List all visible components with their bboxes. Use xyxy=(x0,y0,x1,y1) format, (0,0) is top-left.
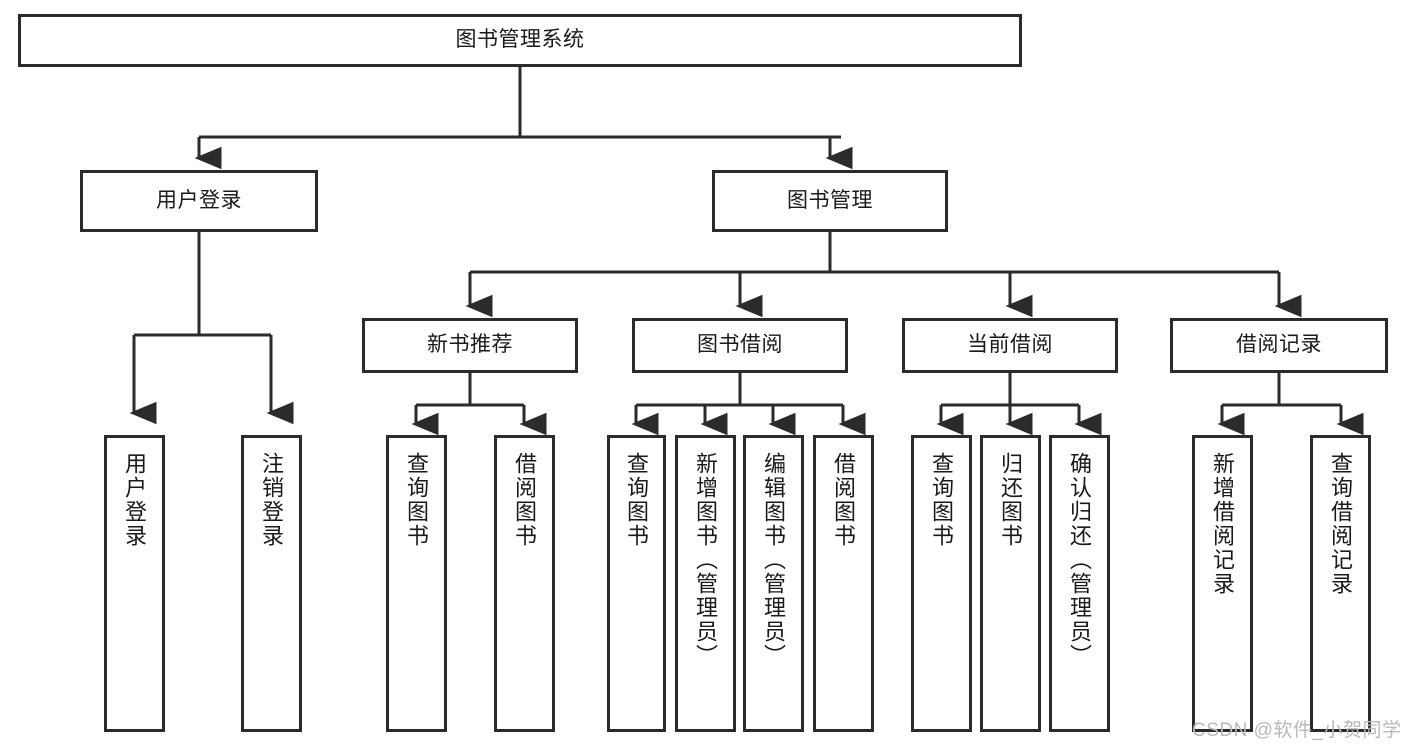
node-label: 用户登录 xyxy=(122,452,148,548)
node-book-borrow[interactable]: 图书借阅 xyxy=(632,318,848,373)
leaf-current-confirm-return-admin[interactable]: 确认归还（管理员） xyxy=(1049,435,1110,732)
leaf-record-add-record[interactable]: 新增借阅记录 xyxy=(1192,435,1253,732)
leaf-record-query-record[interactable]: 查询借阅记录 xyxy=(1310,435,1371,732)
node-label: 新书推荐 xyxy=(427,333,513,357)
node-label: 新增图书（管理员） xyxy=(693,452,719,668)
node-label: 用户登录 xyxy=(156,188,242,212)
node-new-book-recommend[interactable]: 新书推荐 xyxy=(362,318,578,373)
leaf-recommend-borrow-book[interactable]: 借阅图书 xyxy=(494,435,555,732)
node-label: 新增借阅记录 xyxy=(1210,452,1236,596)
node-label: 当前借阅 xyxy=(967,333,1053,357)
watermark: CSDN @软件_小贺同学 xyxy=(1192,720,1402,741)
node-label: 查询图书 xyxy=(624,452,650,548)
leaf-current-return-book[interactable]: 归还图书 xyxy=(980,435,1041,732)
node-borrow-record[interactable]: 借阅记录 xyxy=(1170,318,1388,373)
node-label: 借阅图书 xyxy=(512,452,538,548)
leaf-recommend-query-book[interactable]: 查询图书 xyxy=(386,435,447,732)
leaf-borrow-query-book[interactable]: 查询图书 xyxy=(607,435,666,732)
node-root-system[interactable]: 图书管理系统 xyxy=(18,14,1022,67)
node-book-management[interactable]: 图书管理 xyxy=(712,170,948,232)
node-label: 图书借阅 xyxy=(697,333,783,357)
leaf-current-query-book[interactable]: 查询图书 xyxy=(911,435,972,732)
node-label: 归还图书 xyxy=(998,452,1024,548)
node-label: 图书管理系统 xyxy=(455,28,585,52)
leaf-borrow-add-book-admin[interactable]: 新增图书（管理员） xyxy=(675,435,736,732)
leaf-borrow-borrow-book[interactable]: 借阅图书 xyxy=(813,435,874,732)
node-label: 查询借阅记录 xyxy=(1328,452,1354,596)
node-label: 借阅记录 xyxy=(1236,333,1322,357)
node-label: 注销登录 xyxy=(259,452,285,548)
node-label: 查询图书 xyxy=(929,452,955,548)
node-label: 借阅图书 xyxy=(831,452,857,548)
node-label: 查询图书 xyxy=(404,452,430,548)
leaf-borrow-edit-book-admin[interactable]: 编辑图书（管理员） xyxy=(743,435,804,732)
leaf-user-logout[interactable]: 注销登录 xyxy=(241,435,302,732)
node-label: 确认归还（管理员） xyxy=(1067,452,1093,668)
node-label: 图书管理 xyxy=(787,188,873,212)
node-current-borrow[interactable]: 当前借阅 xyxy=(902,318,1118,373)
node-user-login[interactable]: 用户登录 xyxy=(80,170,318,232)
node-label: 编辑图书（管理员） xyxy=(761,452,787,668)
leaf-user-login[interactable]: 用户登录 xyxy=(104,435,165,732)
